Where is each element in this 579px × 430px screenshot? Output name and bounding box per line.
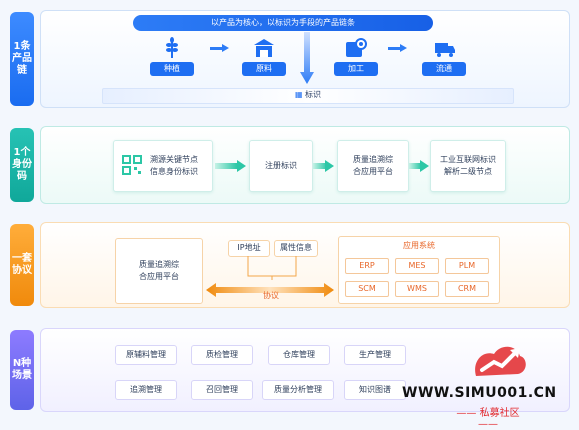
- row-tab-label: N种场景: [12, 358, 32, 381]
- flow-arrow-head: [222, 44, 229, 52]
- identity-box: 质量追溯综 合应用平台: [337, 140, 409, 192]
- system-chip: MES: [395, 258, 439, 274]
- identity-box: 工业互联网标识 解析二级节点: [430, 140, 506, 192]
- flow-arrow-head: [420, 160, 429, 172]
- chain-step-button: 种植: [150, 62, 194, 76]
- flow-arrow: [313, 163, 327, 169]
- row-tab-label: 1条产品链: [12, 41, 32, 76]
- row-tab-label: 1个身份码: [12, 147, 32, 182]
- flow-arrow-head: [325, 160, 334, 172]
- scene-item: 召回管理: [191, 380, 253, 400]
- chain-banner: 以产品为核心，以标识为手段的产品链条: [133, 15, 433, 31]
- platform-box: 质量追溯综 合应用平台: [115, 238, 203, 304]
- system-chip: ERP: [345, 258, 389, 274]
- system-chip: SCM: [345, 281, 389, 297]
- community-text: 私募社区: [479, 408, 520, 419]
- flow-arrow: [409, 163, 421, 169]
- flow-arrow: [210, 47, 222, 50]
- site-community-label: —— 私募社区 ——: [456, 408, 520, 430]
- scene-item: 仓库管理: [268, 345, 330, 365]
- identity-box-line: 合应用平台: [353, 167, 393, 176]
- application-systems-title: 应用系统: [403, 241, 435, 250]
- qr-mini-icon: ▦: [294, 90, 303, 99]
- row-tab-label: 一套协议: [12, 253, 32, 276]
- chain-step-button: 原料: [242, 62, 286, 76]
- protocol-label: 协议: [263, 291, 279, 300]
- platform-line: 质量追溯综: [139, 260, 179, 269]
- identity-box: 注册标识: [249, 140, 313, 192]
- wheat-icon: [160, 36, 184, 60]
- ip-address-box: IP地址: [228, 240, 270, 257]
- system-chip: WMS: [395, 281, 439, 297]
- mark-bar: ▦ 标识: [102, 88, 514, 104]
- mark-label: 标识: [305, 90, 322, 99]
- scene-item: 知识图谱: [344, 380, 406, 400]
- flow-arrow-head: [400, 44, 407, 52]
- identity-box-line: 溯源关键节点: [150, 155, 198, 164]
- truck-icon: [433, 36, 457, 60]
- flow-arrow: [388, 47, 400, 50]
- identity-box-line: 质量追溯综: [353, 155, 393, 164]
- warehouse-icon: [252, 36, 276, 60]
- qr-code-icon: [122, 155, 142, 179]
- scene-item: 原辅料管理: [115, 345, 177, 365]
- identity-box-line: 信息身份标识: [150, 167, 198, 176]
- row-tab-scenarios: N种场景: [10, 330, 34, 410]
- scene-item: 质量分析管理: [262, 380, 334, 400]
- identity-box: 溯源关键节点 信息身份标识: [113, 140, 213, 192]
- flow-arrow-head: [237, 160, 246, 172]
- chain-step-button: 加工: [334, 62, 378, 76]
- flow-arrow: [215, 163, 237, 169]
- system-chip: CRM: [445, 281, 489, 297]
- scene-item: 生产管理: [344, 345, 406, 365]
- site-url: WWW.SIMU001.CN: [402, 385, 557, 401]
- identity-box-line: 解析二级节点: [444, 167, 492, 176]
- down-arrow: [300, 32, 314, 84]
- platform-line: 合应用平台: [139, 272, 179, 281]
- identity-box-line: 工业互联网标识: [440, 155, 496, 164]
- simu-logo-icon: [470, 340, 530, 384]
- system-chip: PLM: [445, 258, 489, 274]
- row-tab-protocol: 一套协议: [10, 224, 34, 306]
- gear-box-icon: [343, 36, 367, 60]
- protocol-double-arrow: [206, 283, 334, 297]
- identity-box-line: 注册标识: [265, 161, 297, 170]
- row-tab-identity-code: 1个身份码: [10, 128, 34, 202]
- row-tab-product-chain: 1条产品链: [10, 12, 34, 106]
- scene-item: 追溯管理: [115, 380, 177, 400]
- chain-step-button: 流通: [422, 62, 466, 76]
- protocol-connector: [247, 256, 297, 280]
- attribute-info-box: 属性信息: [274, 240, 318, 257]
- scene-item: 质检管理: [191, 345, 253, 365]
